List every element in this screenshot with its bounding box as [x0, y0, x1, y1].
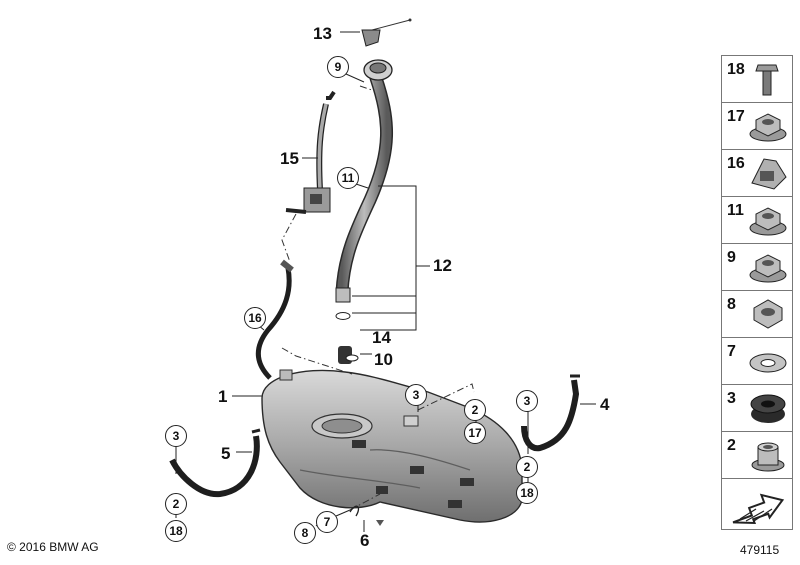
ref-circle-9: 9 — [327, 56, 349, 78]
fuel-tank — [261, 369, 523, 523]
filler-cap — [361, 18, 412, 47]
callout-14: 14 — [372, 328, 391, 347]
bolt-icon — [755, 64, 779, 96]
ref-circle-18-right: 18 — [516, 482, 538, 504]
callout-4: 4 — [600, 395, 610, 414]
legend-direction-arrow — [721, 478, 793, 530]
forward-arrow-icon — [732, 493, 785, 525]
diagram-id: 479115 — [740, 543, 780, 557]
legend-number: 17 — [727, 108, 745, 125]
legend-item-16: 16 — [721, 149, 793, 196]
parts-legend: 18 17 16 11 — [721, 55, 793, 530]
callout-12: 12 — [433, 256, 452, 275]
callout-15: 15 — [280, 149, 299, 168]
ref-circle-7: 7 — [316, 511, 338, 533]
hose-clip-icon — [751, 158, 787, 190]
legend-number: 18 — [727, 61, 745, 78]
ref-circle-18-left: 18 — [165, 520, 187, 542]
tank-strap-right — [521, 374, 580, 452]
vent-hose — [285, 90, 336, 214]
ref-circle-2-right: 2 — [516, 456, 538, 478]
callout-6: 6 — [360, 531, 370, 550]
ref-circle-3-middle: 3 — [405, 384, 427, 406]
callout-13: 13 — [313, 24, 332, 43]
legend-number: 16 — [727, 155, 745, 172]
reference-lines — [232, 31, 596, 532]
legend-number: 8 — [727, 296, 736, 313]
legend-number: 11 — [727, 202, 744, 219]
legend-item-11: 11 — [721, 196, 793, 243]
ref-circle-17-middle: 17 — [464, 422, 486, 444]
legend-item-3: 3 — [721, 384, 793, 431]
callout-5: 5 — [221, 444, 231, 463]
nut-icon — [749, 207, 787, 236]
washer-icon — [749, 353, 787, 373]
collar-nut-icon — [749, 254, 787, 283]
callout-10: 10 — [374, 350, 393, 369]
tank-strap-left — [169, 428, 261, 498]
small-hardware — [338, 346, 384, 526]
legend-item-18: 18 — [721, 55, 793, 102]
connecting-hose — [255, 259, 294, 380]
copyright-text: © 2016 BMW AG — [7, 540, 99, 554]
ref-circle-2-middle: 2 — [464, 399, 486, 421]
legend-number: 7 — [727, 343, 736, 360]
hex-nut-icon — [753, 299, 783, 329]
rubber-grommet-icon — [750, 394, 786, 423]
ref-circle-3-left: 3 — [165, 425, 187, 447]
legend-item-9: 9 — [721, 243, 793, 290]
ref-circle-11: 11 — [337, 167, 359, 189]
legend-number: 2 — [727, 437, 736, 454]
bushing-icon — [751, 442, 785, 472]
ref-circle-2-left: 2 — [165, 493, 187, 515]
ref-circle-3-right: 3 — [516, 390, 538, 412]
legend-item-7: 7 — [721, 337, 793, 384]
flange-nut-icon — [749, 113, 787, 142]
legend-number: 9 — [727, 249, 736, 266]
legend-number: 3 — [727, 390, 736, 407]
ref-circle-8: 8 — [294, 522, 316, 544]
legend-item-8: 8 — [721, 290, 793, 337]
legend-item-2: 2 — [721, 431, 793, 478]
filler-neck-pipe — [335, 59, 393, 320]
ref-circle-16: 16 — [244, 307, 266, 329]
callout-1: 1 — [218, 387, 228, 406]
legend-item-17: 17 — [721, 102, 793, 149]
